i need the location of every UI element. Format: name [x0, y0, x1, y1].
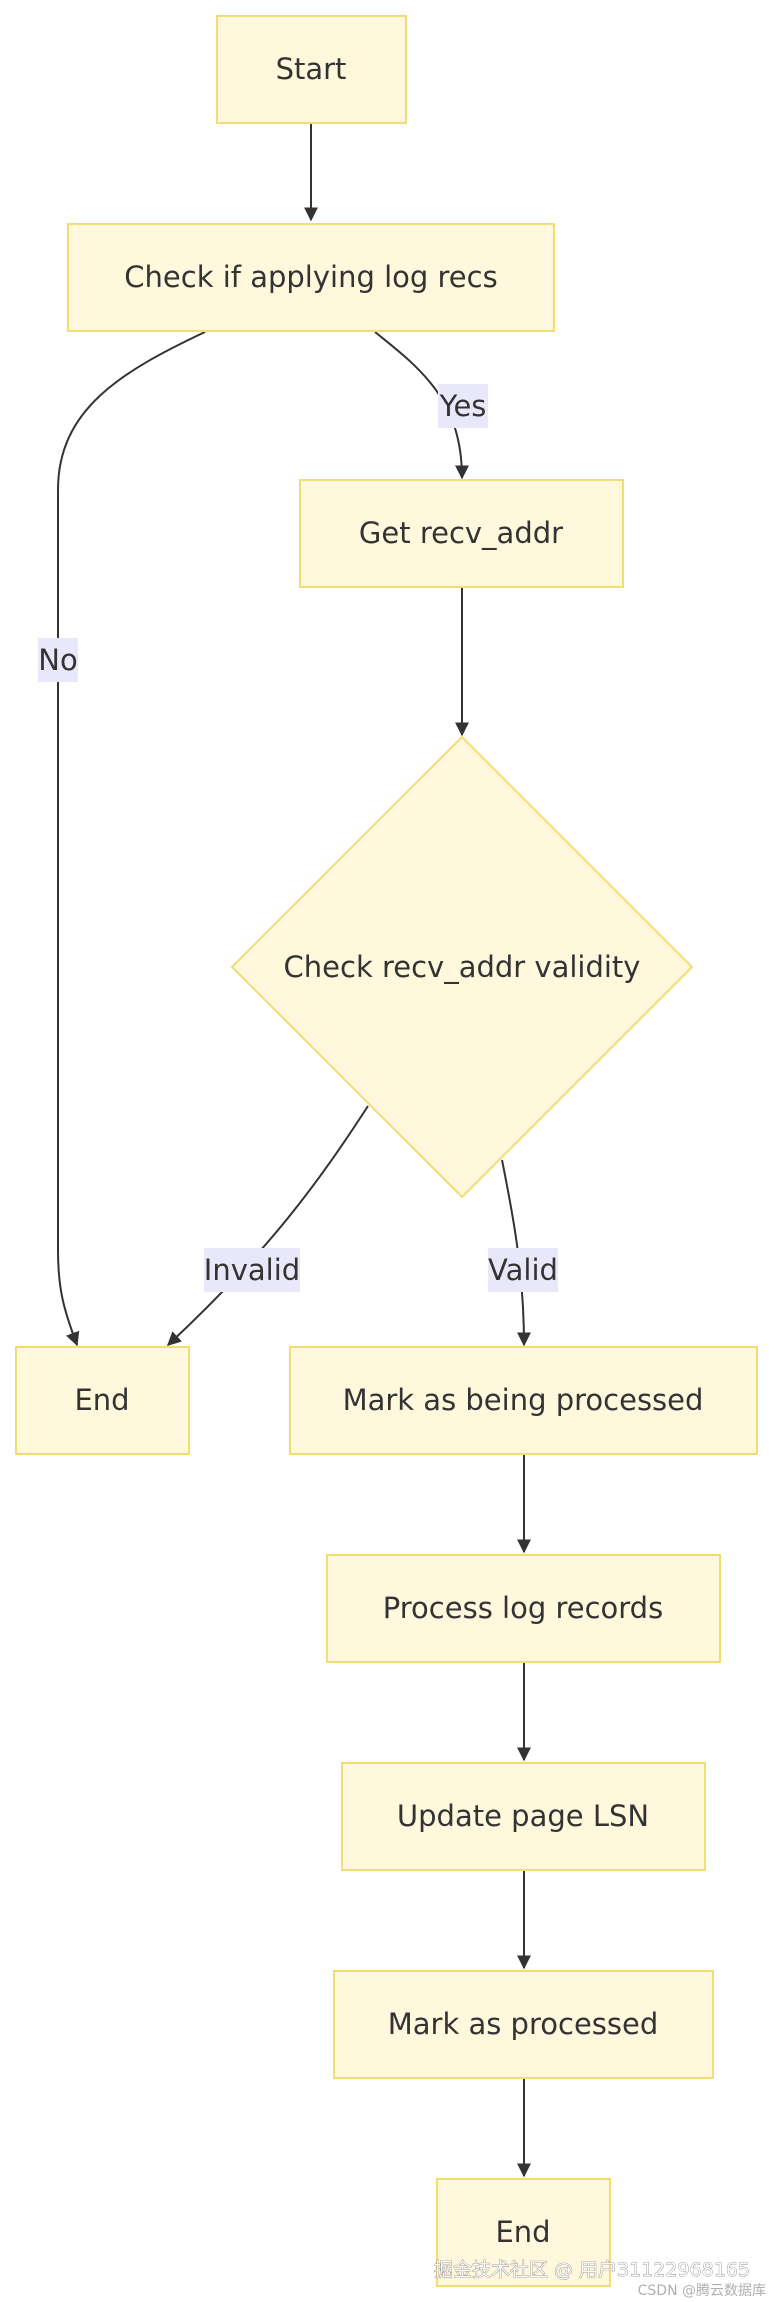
edge-validity-to-end-invalid: [166, 1105, 369, 1346]
edges: [57, 123, 531, 2178]
node-check-applying-label: Check if applying log recs: [124, 260, 497, 294]
watermark: 掘金技术社区 @ 用户3112296816​5 CSDN @腾云数据库: [434, 2259, 766, 2299]
edge-label-yes-text: Yes: [439, 389, 487, 423]
edge-check-to-end-no: [57, 331, 206, 1347]
node-end-left: End: [15, 1346, 190, 1455]
edge-label-valid: Valid: [488, 1248, 558, 1292]
node-update-lsn: Update page LSN: [341, 1762, 706, 1871]
node-mark-processed-label: Mark as processed: [388, 2007, 659, 2041]
edge-label-invalid: Invalid: [204, 1248, 300, 1292]
edge-label-no-text: No: [38, 643, 77, 677]
edge-label-valid-text: Valid: [488, 1253, 558, 1287]
node-mark-processed: Mark as processed: [333, 1970, 714, 2079]
watermark-main: 掘金技术社区 @ 用户3112296816​5: [434, 2259, 750, 2281]
node-check-applying: Check if applying log recs: [67, 223, 555, 332]
node-mark-processing-label: Mark as being processed: [343, 1383, 704, 1417]
node-check-validity-label: Check recv_addr validity: [284, 950, 641, 984]
node-mark-processing: Mark as being processed: [289, 1346, 758, 1455]
node-get-recv-addr-label: Get recv_addr: [359, 516, 563, 550]
node-start-label: Start: [276, 52, 347, 86]
node-start: Start: [216, 15, 407, 124]
node-process-records-label: Process log records: [383, 1591, 663, 1625]
node-process-records: Process log records: [326, 1554, 721, 1663]
edge-label-yes: Yes: [438, 384, 488, 428]
edge-validity-to-mark-valid: [501, 1159, 531, 1347]
node-end-left-label: End: [74, 1383, 129, 1417]
node-check-validity: Check recv_addr validity: [230, 735, 694, 1199]
edge-check-to-get-yes: [374, 331, 469, 480]
node-end-bottom-label: End: [495, 2215, 550, 2249]
edge-label-no: No: [38, 638, 78, 682]
node-end-bottom: End: [436, 2178, 611, 2287]
node-get-recv-addr: Get recv_addr: [299, 479, 624, 588]
node-update-lsn-label: Update page LSN: [397, 1799, 649, 1833]
edge-label-invalid-text: Invalid: [204, 1253, 300, 1287]
watermark-sub: CSDN @腾云数据库: [638, 2282, 766, 2299]
